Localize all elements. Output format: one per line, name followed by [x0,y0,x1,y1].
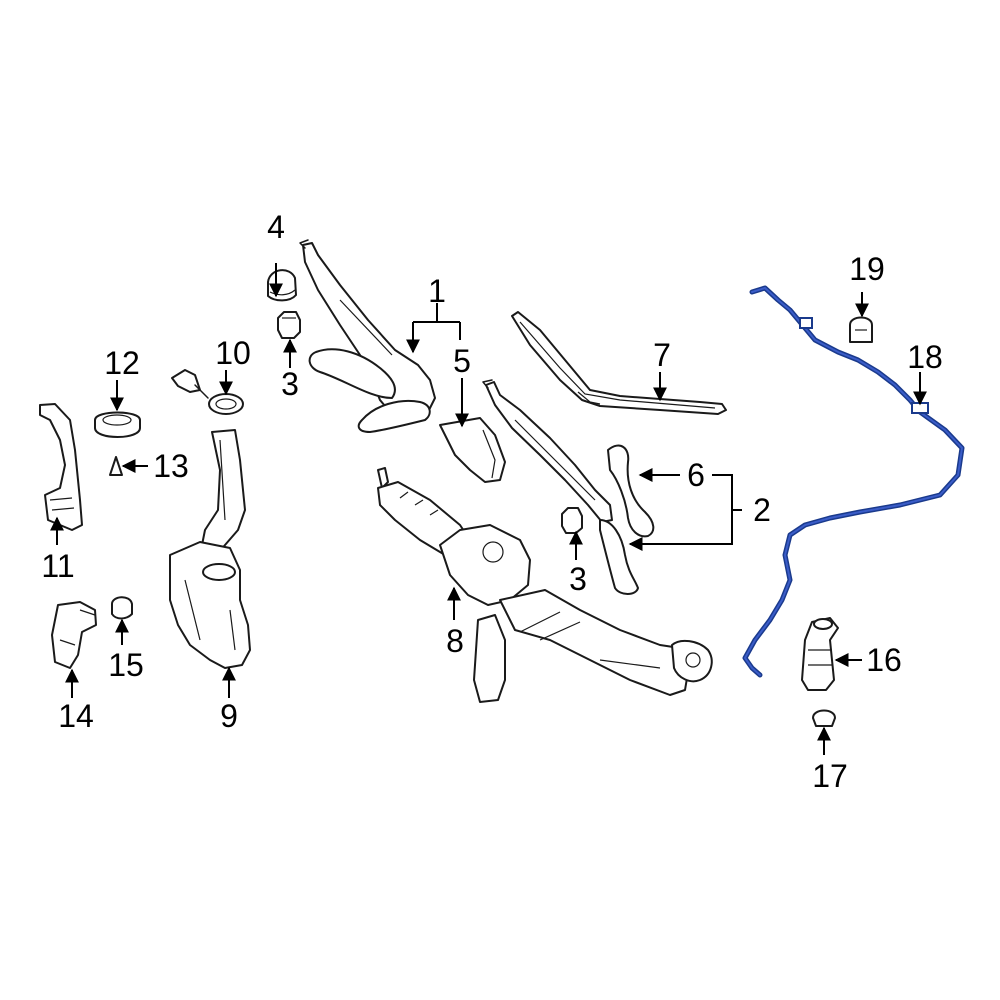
nut-right[interactable] [561,507,583,534]
callout-19: 19 [849,251,885,287]
callout-7: 7 [653,337,671,373]
wiper-linkage[interactable] [377,467,713,703]
callout-3-left: 3 [281,366,299,402]
callout-6: 6 [687,457,705,493]
callout-8: 8 [446,623,464,659]
plug[interactable] [109,456,123,476]
callout-15: 15 [108,647,144,683]
callout-17: 17 [812,758,848,794]
washer-hose[interactable] [742,285,965,678]
callout-4: 4 [267,209,285,245]
nut-left[interactable] [277,311,301,339]
clip[interactable] [849,316,873,343]
grommet[interactable] [94,411,141,438]
cover[interactable] [439,417,506,483]
wiper-blade[interactable] [511,311,727,415]
wiper-arm-left[interactable] [299,239,436,433]
callout-12: 12 [104,345,140,381]
callout-labels: 1 2 3 3 4 5 6 7 8 9 10 11 12 13 14 15 16… [41,209,942,794]
wiper-arm-right[interactable] [482,379,639,595]
callout-16: 16 [866,642,902,678]
grommet-small[interactable] [812,709,836,727]
callout-1: 1 [428,273,446,309]
callout-5: 5 [453,343,471,379]
cap-small[interactable] [111,596,133,620]
leader-lines [50,263,927,755]
callout-2: 2 [753,492,771,528]
callout-18: 18 [907,339,943,375]
cover-right[interactable] [607,444,655,538]
headlamp-pump[interactable] [801,617,839,691]
callout-10: 10 [215,335,251,371]
callout-3-right: 3 [569,561,587,597]
cap[interactable] [267,269,297,302]
washer-pump[interactable] [51,601,97,669]
callout-11: 11 [41,548,74,584]
washer-reservoir[interactable] [169,429,251,669]
callout-14: 14 [58,698,94,734]
callout-9: 9 [220,698,238,734]
level-sensor[interactable] [39,403,83,531]
filler-seal[interactable] [171,369,244,415]
callout-13: 13 [153,448,189,484]
